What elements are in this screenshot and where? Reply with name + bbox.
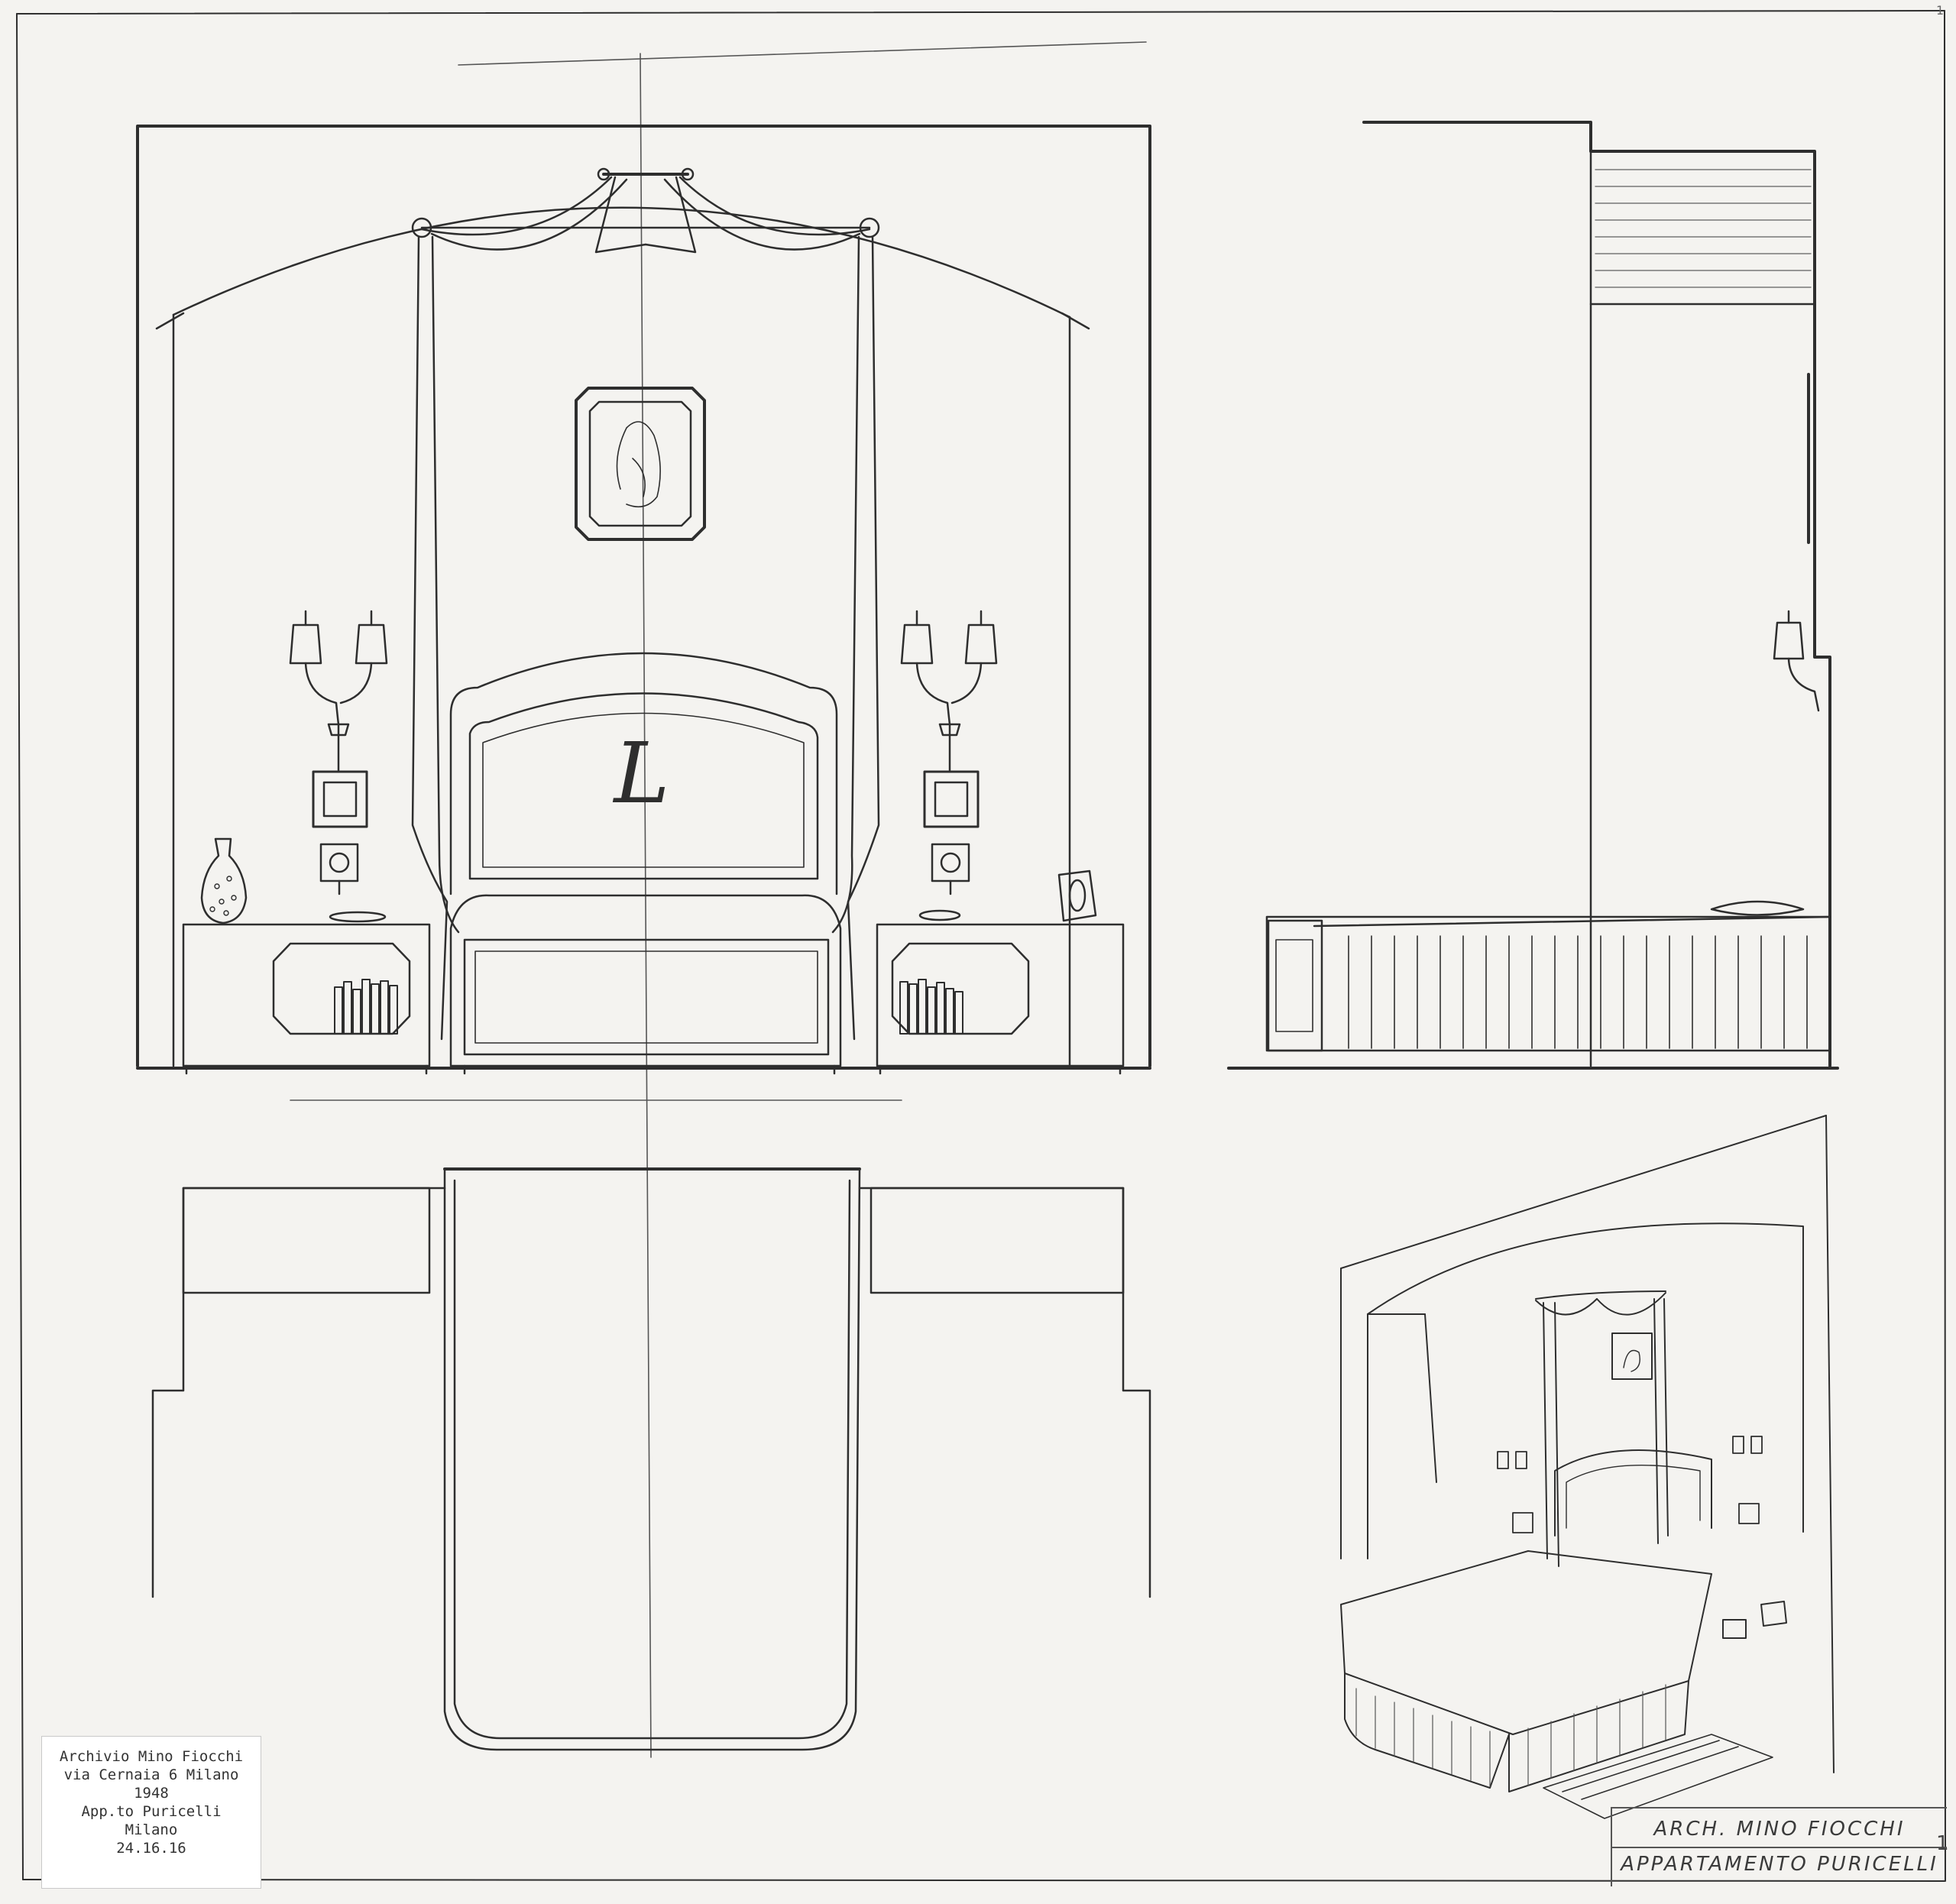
center-axis-lines — [290, 41, 1147, 1758]
bed-monogram: L — [612, 724, 669, 822]
left-nightstand — [182, 837, 431, 1075]
architect-name: ARCH. MINO FIOCCHI — [1653, 1818, 1906, 1841]
perspective-headboard — [1554, 1449, 1712, 1536]
archive-label: Archivio Mino Fiocchi via Cernaia 6 Mila… — [41, 1736, 261, 1889]
archive-project: App.to Puricelli — [81, 1803, 222, 1820]
title-block: ARCH. MINO FIOCCHI APPARTAMENTO PURICELL… — [1611, 1807, 1947, 1886]
side-elevation — [1227, 121, 1839, 1070]
corner-mark-top: 1 — [1936, 3, 1945, 18]
project-name: APPARTAMENTO PURICELLI — [1621, 1853, 1938, 1876]
side-bed — [1265, 900, 1831, 1052]
archive-name: Archivio Mino Fiocchi — [59, 1748, 244, 1765]
side-sconce — [1773, 610, 1820, 712]
bed-base — [449, 894, 842, 1075]
front-elevation: L — [136, 125, 1151, 1075]
bed-skirt-pleats — [1348, 935, 1808, 1049]
archive-code: 24.16.16 — [116, 1840, 186, 1857]
title-block-divider — [1612, 1847, 1947, 1848]
archive-city: Milano — [125, 1821, 178, 1838]
perspective-bed — [1340, 1550, 1712, 1792]
left-small-pictures — [312, 770, 368, 895]
perspective-rug — [1543, 1734, 1773, 1819]
right-wall-sconce — [900, 610, 998, 772]
right-nightstand — [876, 869, 1125, 1075]
sheet-border — [16, 10, 1946, 1882]
window-louvers — [1595, 169, 1812, 288]
plan-view — [151, 1167, 1151, 1751]
perspective-sketch — [1340, 1115, 1835, 1819]
corner-mark-bottom: 1 — [1936, 1832, 1949, 1855]
archive-address: via Cernaia 6 Milano — [63, 1766, 239, 1783]
framed-picture — [575, 387, 706, 541]
archive-year: 1948 — [134, 1785, 169, 1802]
right-small-pictures — [923, 770, 980, 895]
left-wall-sconce — [289, 610, 388, 772]
perspective-sconces — [1497, 1436, 1763, 1533]
plan-bed — [443, 1167, 861, 1751]
front-elevation-frame — [136, 125, 1151, 1070]
headboard — [449, 652, 838, 895]
alcove-arch — [155, 206, 1090, 1067]
canopy — [411, 167, 880, 1041]
perspective-canopy — [1535, 1290, 1669, 1567]
